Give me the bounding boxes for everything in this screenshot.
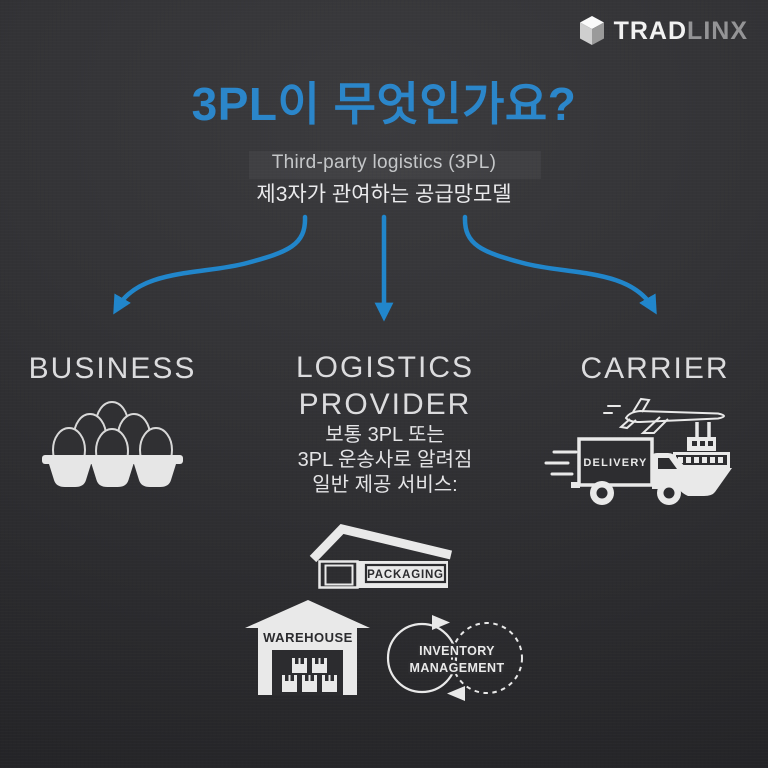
ship-masts	[695, 422, 711, 438]
logistics-provider-description: 보통 3PL 또는 3PL 운송사로 알려짐 일반 제공 서비스:	[256, 423, 514, 498]
warehouse-building-icon: WAREHOUSE	[245, 600, 370, 695]
subtitle-english: Third-party logistics (3PL)	[271, 152, 497, 173]
brand-logo: TRADLINX	[577, 15, 748, 47]
packaging-roof	[309, 524, 453, 563]
carrier-vehicles-icon: DELIVERY	[544, 397, 732, 505]
truck-wheels	[590, 481, 681, 505]
delivery-truck-icon: DELIVERY	[544, 437, 691, 505]
ship-bridge-windows	[692, 441, 713, 446]
subtitle-highlight-band	[249, 151, 541, 179]
description-line2: 3PL 운송사로 알려짐	[297, 449, 473, 471]
cube-box-icon	[579, 16, 604, 45]
logo-text: TRADLINX	[614, 15, 748, 47]
subtitle-korean: 제3자가 관여하는 공급망모델	[256, 183, 512, 206]
egg-carton-icon	[42, 401, 183, 487]
ship-deck-inner	[676, 455, 727, 465]
carrier-label: CARRIER	[580, 352, 730, 385]
packaging-building-icon: PACKAGING	[309, 524, 453, 589]
page-title: 3PL이 무엇인가요?	[191, 78, 577, 130]
logo-text-trad: TRAD	[613, 17, 688, 45]
packaging-label-box	[364, 563, 447, 584]
egg-carton-tray	[42, 455, 183, 487]
packaging-label: PACKAGING	[367, 569, 444, 581]
packaging-garage-door	[324, 564, 354, 586]
packaging-garage-frame	[318, 560, 359, 589]
business-label: BUSINESS	[28, 352, 197, 385]
logistics-provider-label: LOGISTICS PROVIDER	[262, 349, 508, 423]
ship-portholes	[678, 457, 723, 463]
inventory-label-line1: INVENTORY	[419, 644, 495, 658]
logistics-provider-label-line1: LOGISTICS	[295, 351, 475, 384]
logistics-provider-label-line2: PROVIDER	[298, 388, 472, 421]
inventory-cycle-icon: INVENTORY MANAGEMENT	[386, 615, 523, 701]
arrow-to-carrier	[462, 214, 657, 315]
inventory-circle-dashed	[451, 622, 523, 694]
truck-speed-lines	[544, 450, 578, 476]
description-line3: 일반 제공 서비스:	[312, 474, 458, 496]
arrow-to-business	[113, 214, 308, 315]
inventory-label-line2: MANAGEMENT	[410, 661, 505, 675]
truck-step	[571, 482, 580, 488]
logo-text-linx: LINX	[687, 17, 748, 45]
cycle-arrowhead-left	[447, 686, 465, 701]
airplane-icon	[603, 397, 725, 434]
truck-cab-window	[658, 458, 677, 469]
description-line1: 보통 3PL 또는	[325, 424, 445, 446]
inventory-circle-solid	[386, 622, 458, 694]
warehouse-label: WAREHOUSE	[263, 630, 353, 645]
cycle-arrowhead-right	[432, 615, 450, 630]
warehouse-box-notches	[285, 658, 334, 681]
delivery-label: DELIVERY	[583, 457, 647, 469]
